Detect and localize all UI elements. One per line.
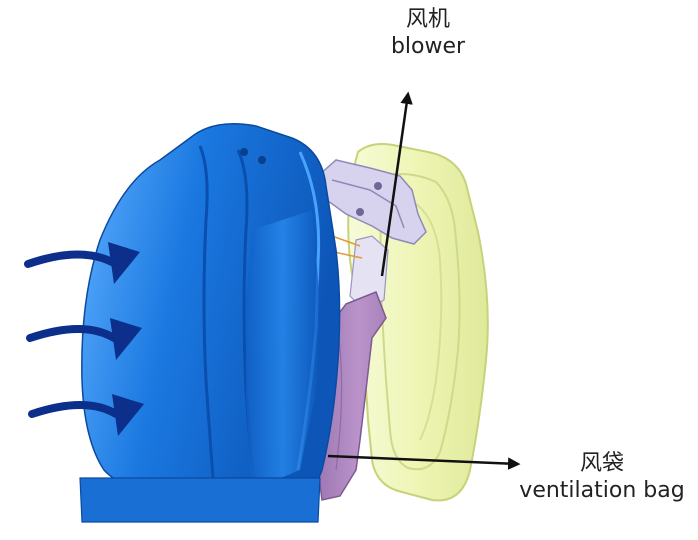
seat-backrest (79, 123, 341, 523)
ventilation-bag-label: 风袋 ventilation bag (512, 450, 692, 504)
blower-label-en: blower (390, 34, 466, 59)
bag-label-cn: 风袋 (579, 451, 624, 476)
bag-pointer-arrow (327, 454, 521, 470)
blower-pointer-arrow (380, 91, 413, 277)
blower-unit (317, 159, 427, 311)
airflow-arrows (24, 242, 144, 436)
bag-label-en: ventilation bag (519, 478, 685, 503)
blower-label-cn: 风机 (405, 7, 450, 32)
blower-label: 风机 blower (368, 6, 488, 60)
